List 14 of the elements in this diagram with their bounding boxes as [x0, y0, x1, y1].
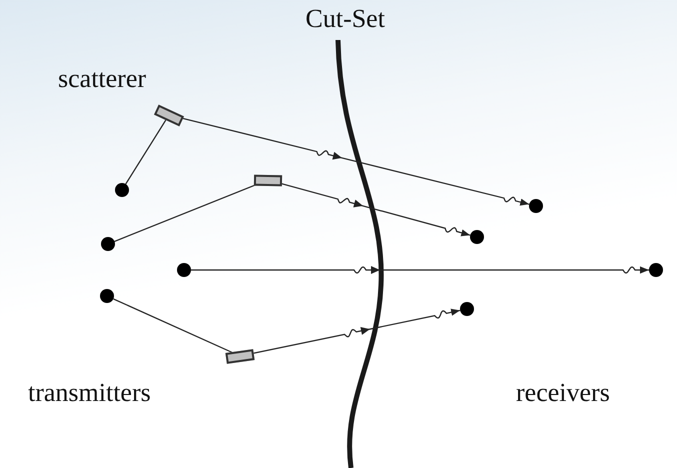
scatterer-block	[254, 174, 282, 186]
text-label: Cut-Set	[306, 6, 385, 32]
transceiver-dot	[115, 183, 129, 197]
text-label: scatterer	[58, 66, 146, 92]
transceiver-dot	[529, 199, 543, 213]
transceiver-dot	[470, 230, 484, 244]
transceiver-dot	[177, 263, 191, 277]
scatterer-block	[225, 349, 255, 364]
transceiver-dot	[100, 289, 114, 303]
transceiver-dot	[101, 237, 115, 251]
transceiver-dot	[649, 263, 663, 277]
text-label: transmitters	[28, 380, 151, 406]
text-label: receivers	[516, 380, 610, 406]
transceiver-dot	[460, 302, 474, 316]
